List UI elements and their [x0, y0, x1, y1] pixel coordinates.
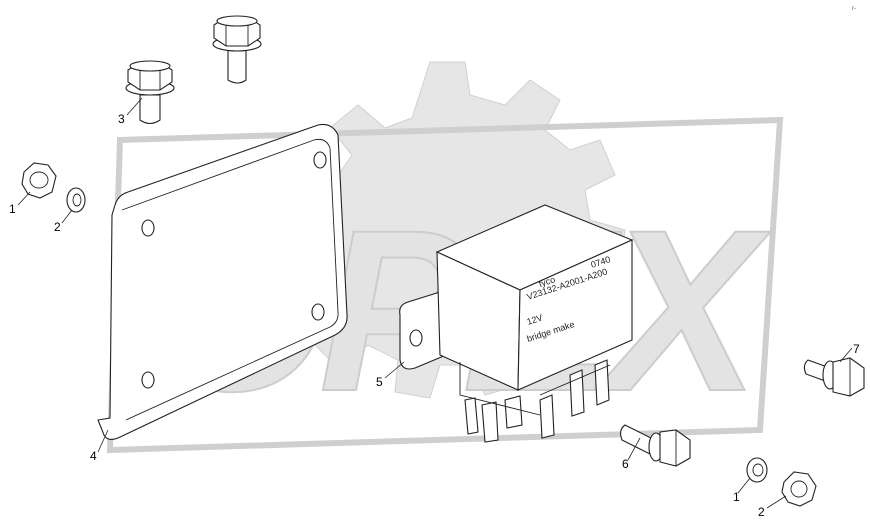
corner-mark: r-: [852, 6, 856, 12]
callout-label: 1: [733, 490, 740, 504]
flange-bolt-3: [125, 60, 175, 125]
relay: tyco 0740 V23132-A2001-A200 12V bridge m…: [399, 204, 634, 443]
washer-right: [746, 457, 768, 483]
callout-label: 3: [118, 112, 125, 126]
bracket-hole: [313, 151, 327, 169]
flange-bolt-6: [619, 424, 691, 467]
bracket-hole: [141, 371, 155, 389]
callout-label: 4: [90, 449, 97, 463]
callout-label: 1: [9, 202, 16, 216]
relay-voltage: 12V: [526, 312, 544, 326]
bracket-hole: [141, 219, 155, 237]
relay-brand: tyco: [538, 274, 557, 289]
leader-lines: [17, 97, 853, 509]
callout-label: 5: [376, 375, 383, 389]
flange-bolt-top: [212, 15, 262, 84]
hex-nut-right: [781, 471, 817, 507]
mounting-bracket: [97, 123, 348, 441]
callout-label: 7: [853, 342, 860, 356]
hex-nut-left: [21, 162, 57, 199]
callout-label: 2: [758, 505, 765, 519]
flange-bolt-7: [803, 357, 865, 397]
callout-label: 6: [622, 457, 629, 471]
bracket-hole: [311, 303, 325, 321]
washer-left: [66, 187, 86, 213]
callout-label: 2: [54, 220, 61, 234]
